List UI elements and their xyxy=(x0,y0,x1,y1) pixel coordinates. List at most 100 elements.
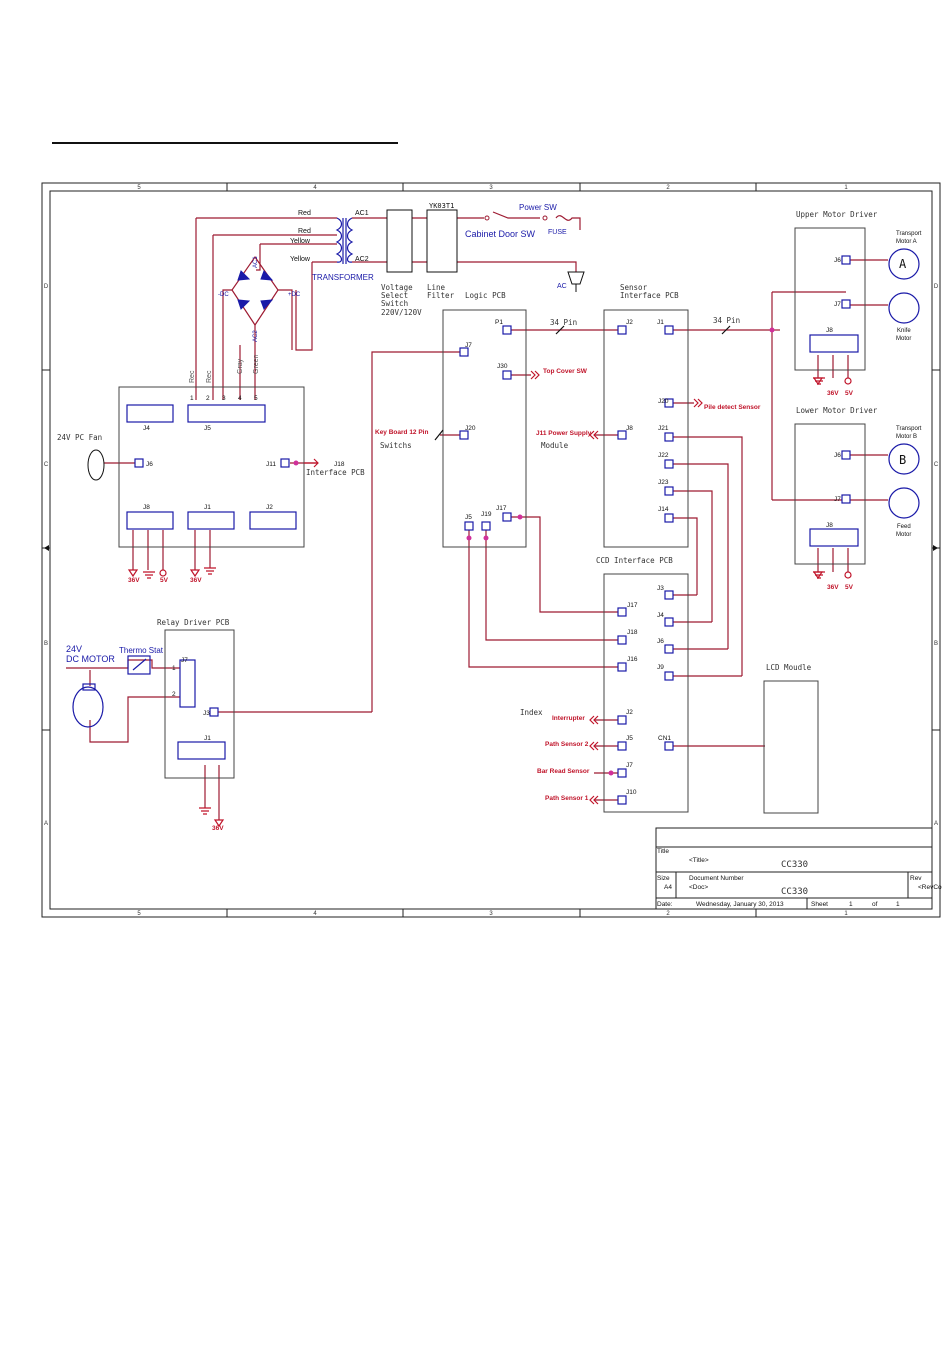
relay-driver-title: Relay Driver PCB xyxy=(157,618,230,627)
line-filter-line-2: Filter xyxy=(427,291,455,300)
logic-j5-pin xyxy=(464,521,474,531)
sensor-title-1: Sensor xyxy=(620,283,648,292)
j11-pin xyxy=(280,458,290,468)
knife-motor-line-2: Motor xyxy=(896,336,911,342)
logic-j7-pin xyxy=(459,347,469,357)
lcd-module-title: LCD Moudle xyxy=(766,663,812,672)
logic-j17-pin xyxy=(502,512,512,522)
lower-j6-pin xyxy=(841,450,851,460)
lower-5v-label: 5V xyxy=(845,584,854,591)
sensor-j1-label: J1 xyxy=(657,319,664,326)
sensor-j23-pin xyxy=(664,486,674,496)
tb-name-1: CC330 xyxy=(781,860,808,870)
wire-yellow-2-label: Yellow xyxy=(290,256,311,263)
wire-rec-2-label: Rec xyxy=(206,370,213,383)
transport-motor-a-line-2: Motor A xyxy=(896,239,917,245)
dc-motor-terminal xyxy=(82,683,96,691)
bridge-pos-label: +DC xyxy=(288,292,301,298)
transport-motor-a-symbol xyxy=(888,248,920,280)
pb-j5-label: J5 xyxy=(204,425,211,432)
sensor-j22-label: J22 xyxy=(658,452,669,459)
zone-left-c: C xyxy=(44,462,49,468)
switchs-label: Switchs xyxy=(380,441,412,450)
ac-plug xyxy=(567,271,585,292)
relay-pin-2: 2 xyxy=(172,691,176,698)
zone-top-5: 5 xyxy=(137,185,141,191)
bus-slashes xyxy=(434,325,731,441)
pb-j5-pin-1: 1 xyxy=(190,395,194,402)
pb-j5-pin-3: 3 xyxy=(222,395,226,402)
keyboard-label: Key Board 12 Pin xyxy=(375,429,428,436)
transport-motor-b-line-2: Motor B xyxy=(896,434,917,440)
dc-motor-line-2: DC MOTOR xyxy=(66,654,115,664)
ccd-j17-pin xyxy=(617,607,627,617)
tb-doc-value: <Doc> xyxy=(689,884,708,891)
ccd-j10-pin xyxy=(617,795,627,805)
bridge-rectifier xyxy=(237,270,274,310)
ccd-j16-pin xyxy=(617,662,627,672)
zone-bottom-4: 4 xyxy=(313,911,317,917)
tb-date-label: Date: xyxy=(657,901,673,908)
logic-pcb-outline xyxy=(442,309,527,548)
pb-36v-b-label: 36V xyxy=(190,577,202,584)
logic-j5-label: J5 xyxy=(465,514,472,521)
zone-bottom-5: 5 xyxy=(137,911,141,917)
ccd-j7-label: J7 xyxy=(626,762,633,769)
ccd-pcb-title: CCD Interface PCB xyxy=(596,556,673,565)
sensor-j21-pin xyxy=(664,432,674,442)
sensor-interface-pcb-outline xyxy=(603,309,689,548)
zone-right-c: C xyxy=(934,462,939,468)
thermostat-symbol xyxy=(127,655,151,675)
logic-j7-label: J7 xyxy=(465,342,472,349)
ac1-label: AC1 xyxy=(355,210,369,217)
pb-j8-label: J8 xyxy=(143,504,150,511)
transformer-label: TRANSFORMER xyxy=(312,273,374,282)
logic-j17-label: J17 xyxy=(496,505,507,512)
thermostat-contact xyxy=(132,658,147,671)
logic-pcb-title: Logic PCB xyxy=(465,291,506,300)
sensor-j14-label: J14 xyxy=(658,506,669,513)
pb-j4-label: J4 xyxy=(143,425,150,432)
logic-j19-pin xyxy=(481,521,491,531)
j2-header xyxy=(249,511,297,530)
upper-j7-label: J7 xyxy=(834,301,841,308)
cabinet-door-sw-label: Cabinet Door SW xyxy=(465,229,536,239)
pb-j5-pin-4: 4 xyxy=(238,395,242,402)
lower-j8-header xyxy=(809,528,859,547)
ccd-j4-label: J4 xyxy=(657,612,664,619)
tb-name-2: CC330 xyxy=(781,887,808,897)
knife-motor-symbol xyxy=(888,292,920,324)
zone-top-1: 1 xyxy=(844,185,848,191)
pb-36v-label: 36V xyxy=(128,577,140,584)
bridge-ac1-label: AC1 xyxy=(253,256,259,268)
interrupter-label: Interrupter xyxy=(552,715,585,722)
upper-j6-pin xyxy=(841,255,851,265)
sensor-j2-pin xyxy=(617,325,627,335)
ccd-cn1-label: CN1 xyxy=(658,735,671,742)
zone-left-a: A xyxy=(44,821,48,827)
dc-motor-symbol xyxy=(72,686,104,728)
wire-gray-label: Gray xyxy=(237,358,244,374)
ccd-j5-pin xyxy=(617,741,627,751)
upper-j8-header xyxy=(809,334,859,353)
zone-right-d: D xyxy=(934,284,939,290)
lower-j7-pin xyxy=(841,494,851,504)
relay-j7-label: J7 xyxy=(181,657,188,664)
pb-j5-pin-2: 2 xyxy=(206,395,210,402)
zone-top-4: 4 xyxy=(313,185,317,191)
upper-j8-label: J8 xyxy=(826,327,833,334)
ccd-j3-pin xyxy=(664,590,674,600)
zone-left-b: B xyxy=(44,641,48,647)
tb-sheet-num: 1 xyxy=(849,901,853,908)
lower-36v-label: 36V xyxy=(827,584,839,591)
tb-docnum-label: Document Number xyxy=(689,875,744,882)
motor-a-letter: A xyxy=(899,257,907,271)
logic-p1-label: P1 xyxy=(495,319,503,326)
pb-j2-label: J2 xyxy=(266,504,273,511)
relay-j3-label: J3 xyxy=(203,710,210,717)
relay-j1-label: J1 xyxy=(204,735,211,742)
wire-rec-1-label: Rec xyxy=(189,370,196,383)
ccd-interface-pcb-outline xyxy=(603,573,689,813)
top-cover-sw-label: Top Cover SW xyxy=(543,368,588,375)
